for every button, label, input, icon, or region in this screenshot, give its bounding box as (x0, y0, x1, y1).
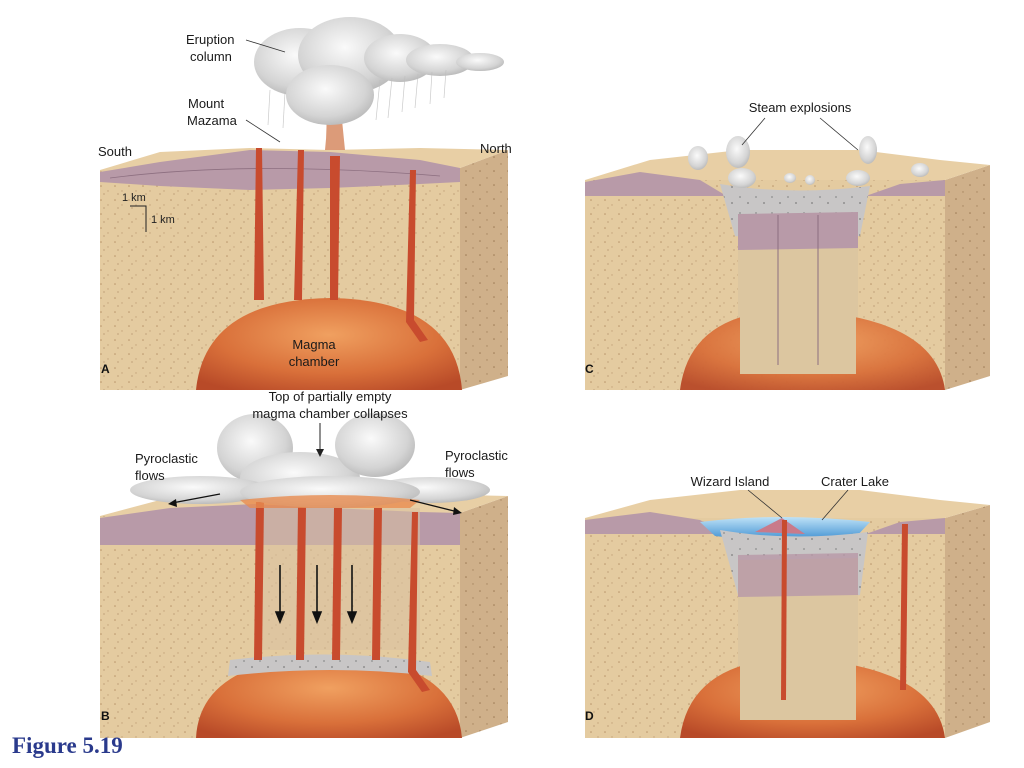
label-pyroclastic-right-1: Pyroclastic (445, 448, 508, 463)
panel-b: Top of partially empty magma chamber col… (100, 389, 508, 738)
collapse-arrows (274, 565, 358, 625)
label-pyroclastic-left-2: flows (135, 468, 165, 483)
volcanic-layers (100, 150, 460, 190)
block-top-surface (585, 490, 990, 520)
label-crater-lake: Crater Lake (821, 474, 889, 489)
label-steam-explosions: Steam explosions (749, 100, 852, 115)
label-top-collapses-1: Top of partially empty (269, 389, 392, 404)
block-side-face (460, 150, 508, 390)
figure-caption: Figure 5.19 (12, 733, 123, 758)
label-north: North (480, 141, 512, 156)
panel-letter-d: D (585, 709, 594, 723)
scale-vertical-label: 1 km (122, 192, 146, 204)
volcanic-layers (585, 172, 945, 198)
label-magma-2: chamber (289, 354, 340, 369)
chamber-rubble (228, 654, 432, 676)
magma-chamber (196, 298, 462, 390)
label-mount-1: Mount (188, 96, 225, 111)
label-eruption-column-1: Eruption (186, 32, 234, 47)
conduits (781, 520, 908, 700)
label-pyroclastic-right-2: flows (445, 465, 475, 480)
panel-letter-a: A (101, 362, 110, 376)
scale-bar (130, 205, 147, 232)
block-side-face (460, 496, 508, 738)
panel-letter-b: B (101, 709, 110, 723)
panel-a: Eruption column Mount Mazama South North… (98, 17, 512, 390)
label-south: South (98, 144, 132, 159)
panel-d: Wizard Island Crater Lake D (585, 474, 990, 738)
volcanic-layers (585, 512, 945, 536)
steam-plumes (688, 136, 929, 188)
label-top-collapses-2: magma chamber collapses (252, 406, 408, 421)
conduits (254, 502, 430, 692)
label-pyroclastic-left-1: Pyroclastic (135, 451, 198, 466)
conduits (254, 148, 428, 342)
panel-c: Steam explosions C (585, 100, 990, 390)
panel-letter-c: C (585, 362, 594, 376)
label-mount-2: Mazama (187, 113, 238, 128)
block-top-surface (585, 150, 990, 182)
block-side-face (945, 165, 990, 390)
label-wizard-island: Wizard Island (691, 474, 770, 489)
wizard-island (755, 518, 805, 534)
label-eruption-column-2: column (190, 49, 232, 64)
scale-horizontal-label: 1 km (151, 214, 175, 226)
magma-chamber (196, 655, 462, 738)
block-side-face (945, 505, 990, 738)
eruption-cloud (254, 17, 504, 125)
label-magma-1: Magma (292, 337, 336, 352)
